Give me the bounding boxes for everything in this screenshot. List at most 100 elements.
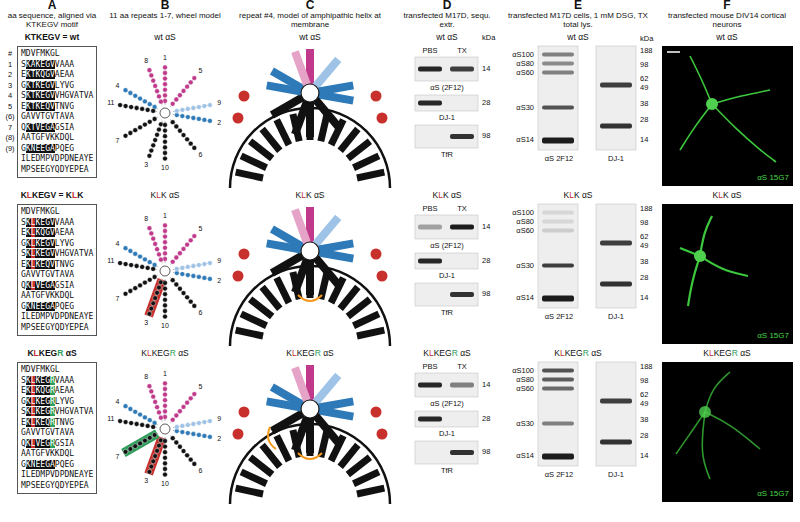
sequence-line: EKLKQGRAEAA [21,386,93,397]
residue-dot [145,266,150,271]
lipid-tail [348,299,370,316]
residue-dot [123,420,128,425]
sequence-box: MDVFMKGLSKLKEGRVAAAEKLKQGRAEAAGKLKEGRLYV… [17,362,97,494]
neuron-soma [706,98,718,110]
residue-dot [152,275,157,280]
residue-dot [163,223,168,228]
residue-dot [180,266,185,271]
residue-dot [178,93,183,98]
residue-dot [163,134,168,139]
residue-dot [208,435,213,440]
residue-dot [163,76,168,81]
micrograph-ground [662,362,793,502]
wheel-position-number: 3 [144,161,148,169]
residue-dot [138,254,143,259]
lipid-headgroup [233,271,244,282]
sequence-line: AATGFVKKDQL [21,449,93,460]
blot-label: TfR [441,151,453,159]
blot-label: αS100 [512,209,534,217]
residue-dot [118,261,123,266]
blot-label: 62 [640,233,648,241]
residue-dot [149,464,154,469]
residue-dot [147,102,152,107]
sequence-line: GKNEEGAPQEG [21,144,93,155]
repeat-number: # [8,50,12,58]
residue-dot [157,285,162,290]
wheel-position-number: 2 [217,119,221,127]
lipid-tail [236,488,263,494]
side-chain-bar [313,57,342,89]
wheel-position-number: 11 [107,258,114,266]
blot-label: 28 [640,432,648,440]
residue-dot [147,277,152,282]
residue-dot [147,384,152,389]
blot-band [418,417,442,422]
lipid-tail [357,488,384,494]
side-chain-bar [270,94,304,119]
blot-label: 14 [482,381,490,389]
residue-dot [170,101,175,106]
lipid-tail [340,129,358,151]
residue-dot [174,267,179,272]
residue-dot [192,462,197,467]
blot-label: αS14 [516,294,534,302]
residue-dot [174,124,179,129]
hydrophobic-contact [298,453,322,459]
antibody-label: αS 15G7 [757,174,789,183]
row-label: KLKEGR αS [703,349,750,358]
wheel-position-number: 6 [198,467,202,475]
residue-dot [174,97,179,102]
blot-band [542,296,574,302]
blot-label: 28 [640,274,648,282]
lipid-tail [354,314,379,326]
lipid-headgroup [377,113,388,124]
repeat-number: 1 [8,61,12,69]
lipid-tail [357,172,384,178]
lipid-headgroup [239,91,250,102]
residue-dot [129,421,134,426]
residue-dot [133,93,138,98]
residue-dot [202,276,207,281]
residue-dot [170,436,175,441]
wheel-position-number: 9 [217,100,221,108]
blot-band [542,138,574,144]
membrane-helix-model [230,49,390,188]
neurite [702,412,710,479]
residue-dot [178,444,183,449]
residue-dot [163,403,168,408]
blot-band [450,292,474,297]
repeat-number: 7 [8,124,12,132]
residue-dot [151,78,156,83]
side-chain-bar [266,81,302,95]
residue-dot [185,423,190,428]
helical-wheel [118,223,213,319]
wheel-position-number: 2 [217,277,221,285]
crosslink-blot [538,46,636,150]
residue-dot [155,132,160,137]
lipid-headgroup [239,407,250,418]
helical-wheel [118,381,213,477]
residue-dot [151,459,156,464]
wheel-position-number: 11 [107,100,114,108]
wheel-position-number: 9 [217,416,221,424]
blot-label: αS60 [516,227,534,235]
blot-strip [415,253,478,269]
residue-dot [163,444,168,449]
blot-label: 49 [640,84,648,92]
membrane-helix-model [230,207,390,346]
western-blot [415,215,478,306]
residue-dot [147,226,152,231]
residue-dot [133,128,138,133]
blot-label: 49 [640,242,648,250]
residue-dot [118,103,123,108]
lipid-headgroup [377,429,388,440]
residue-dot [192,304,197,309]
residue-dot [158,99,163,104]
blot-label: 49 [640,400,648,408]
lipid-headgroup [371,407,382,418]
blot-strip [415,125,478,148]
residue-dot [147,435,152,440]
residue-dot [163,145,168,150]
lipid-headgroup [233,429,244,440]
